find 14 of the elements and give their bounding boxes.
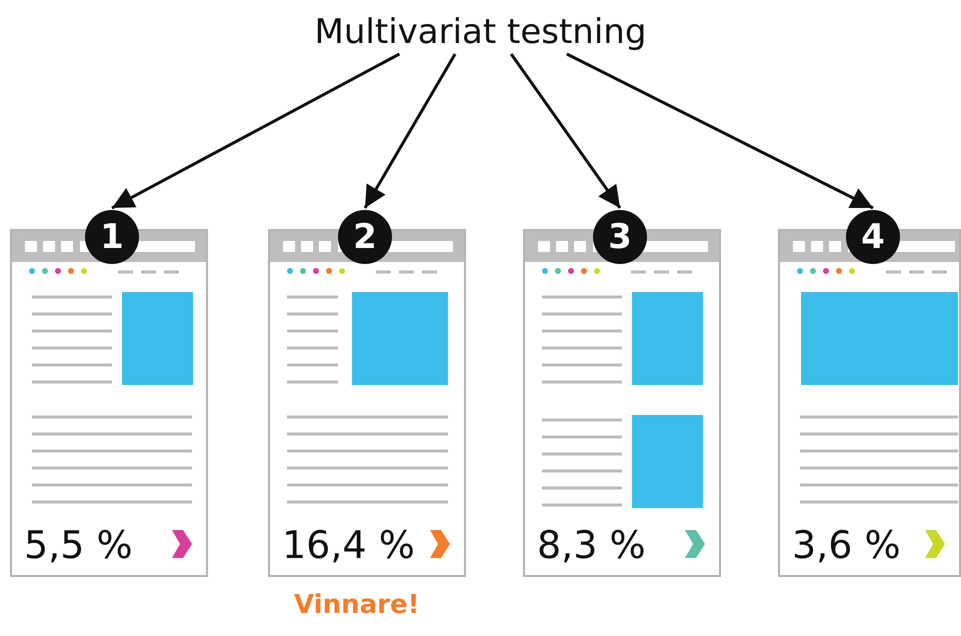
number-badge: 4 [846, 210, 900, 264]
conversion-rate: 5,5 % [24, 523, 133, 567]
arrow [510, 53, 622, 209]
diagram-title: Multivariat testning [314, 12, 646, 52]
conversion-rate: 16,4 % [282, 523, 415, 567]
winner-label: Vinnare! [294, 590, 420, 620]
conversion-rate: 8,3 % [537, 523, 646, 567]
conversion-rate: 3,6 % [792, 523, 901, 567]
number-badge: 2 [338, 210, 392, 264]
number-badge: 1 [85, 210, 139, 264]
number-badge: 3 [593, 210, 647, 264]
arrow [566, 52, 874, 210]
arrow [364, 53, 456, 209]
arrow [111, 52, 400, 210]
